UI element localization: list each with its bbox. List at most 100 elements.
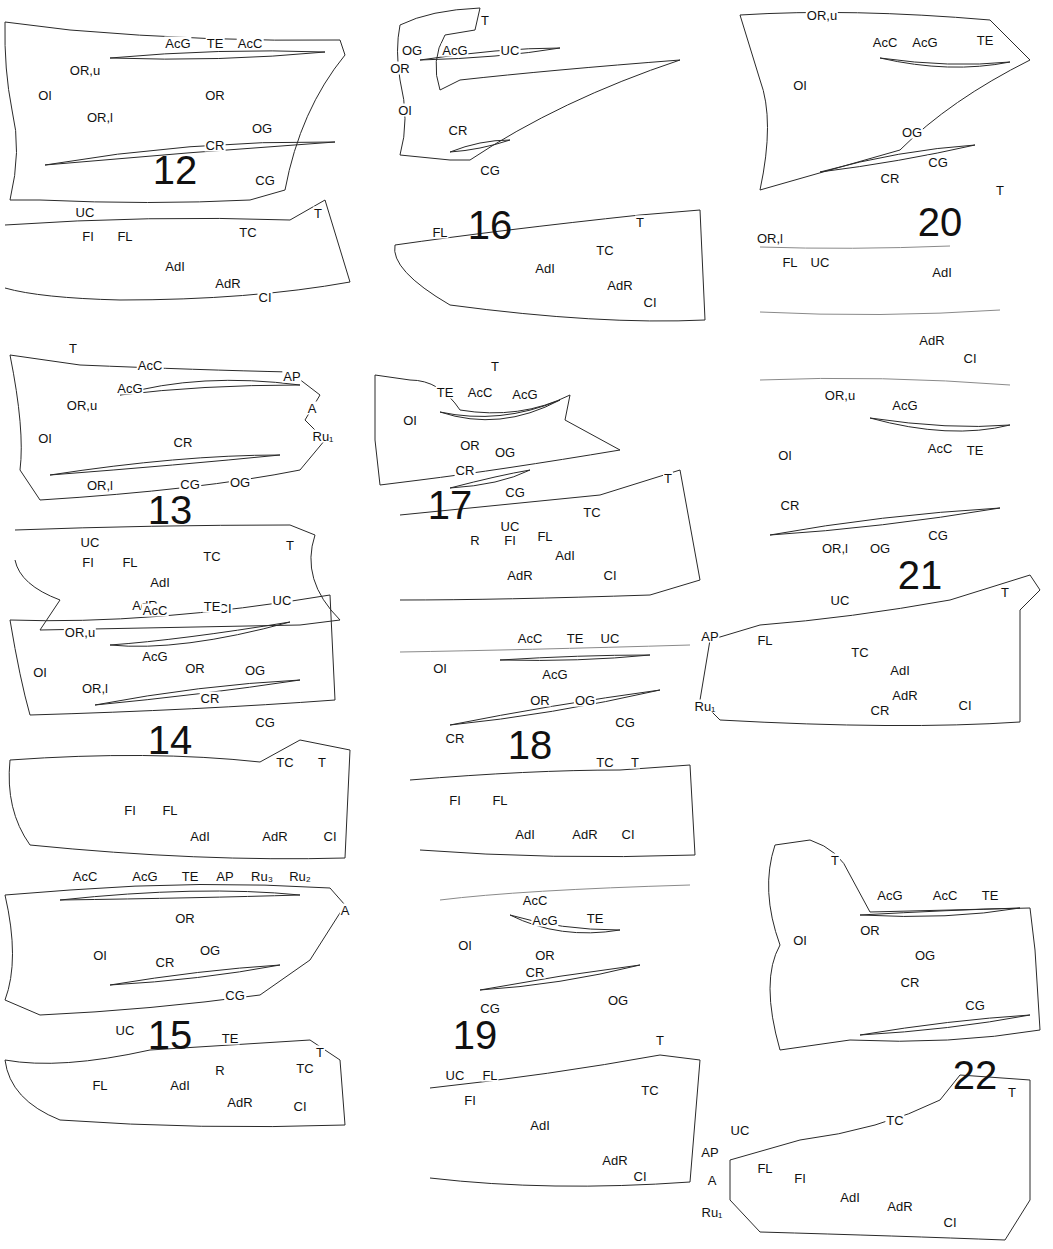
part-label: OR,l bbox=[86, 479, 114, 492]
part-label: OI bbox=[457, 939, 473, 952]
part-label: TC bbox=[885, 1114, 904, 1127]
part-label: AdR bbox=[226, 1096, 253, 1109]
part-label: FL bbox=[481, 1069, 498, 1082]
part-label: AdI bbox=[931, 266, 953, 279]
part-label: TC bbox=[595, 244, 614, 257]
figure-number: 13 bbox=[147, 490, 194, 530]
part-label: FL bbox=[161, 804, 178, 817]
part-label: T bbox=[830, 854, 840, 867]
part-label: T bbox=[663, 472, 673, 485]
part-label: Ru₁ bbox=[700, 1206, 723, 1219]
part-label: CR bbox=[870, 704, 891, 717]
part-label: UC bbox=[730, 1124, 751, 1137]
part-label: OG bbox=[401, 44, 423, 57]
part-label: OR bbox=[459, 439, 481, 452]
part-label: UC bbox=[500, 520, 521, 533]
part-label: OR,l bbox=[821, 542, 849, 555]
part-label: TC bbox=[595, 756, 614, 769]
part-label: CG bbox=[927, 529, 949, 542]
part-label: FL bbox=[116, 230, 133, 243]
part-label: UC bbox=[115, 1024, 136, 1037]
part-label: OR,l bbox=[86, 111, 114, 124]
part-label: OG bbox=[869, 542, 891, 555]
part-label: AcG bbox=[876, 889, 903, 902]
part-label: CI bbox=[323, 830, 338, 843]
part-label: AP bbox=[700, 1146, 719, 1159]
part-label: Ru₃ bbox=[250, 870, 274, 883]
part-label: OR,u bbox=[64, 626, 96, 639]
part-label: AcG bbox=[164, 37, 191, 50]
part-label: OR,u bbox=[806, 9, 838, 22]
part-label: AcC bbox=[522, 894, 549, 907]
part-label: T bbox=[655, 1034, 665, 1047]
part-label: CI bbox=[621, 828, 636, 841]
part-label: Ru₁ bbox=[311, 430, 334, 443]
part-label: AcC bbox=[872, 36, 899, 49]
part-label: FI bbox=[448, 794, 462, 807]
part-label: CR bbox=[780, 499, 801, 512]
part-label: T bbox=[480, 14, 490, 27]
part-label: R bbox=[469, 534, 480, 547]
part-label: CR bbox=[205, 139, 226, 152]
part-label: OI bbox=[37, 89, 53, 102]
part-label: OR,u bbox=[824, 389, 856, 402]
part-label: TC bbox=[275, 756, 294, 769]
part-label: OI bbox=[92, 949, 108, 962]
part-label: AdR bbox=[891, 689, 918, 702]
part-label: OI bbox=[777, 449, 793, 462]
part-label: AcG bbox=[531, 914, 558, 927]
part-label: FL bbox=[536, 530, 553, 543]
figure-number: 20 bbox=[917, 202, 964, 242]
part-label: CR bbox=[880, 172, 901, 185]
part-label: FI bbox=[793, 1172, 807, 1185]
part-label: OG bbox=[494, 446, 516, 459]
part-label: AdI bbox=[554, 549, 576, 562]
part-label: AcG bbox=[116, 382, 143, 395]
part-label: OI bbox=[37, 432, 53, 445]
part-label: FL bbox=[781, 256, 798, 269]
part-label: CI bbox=[633, 1170, 648, 1183]
part-label: CG bbox=[614, 716, 636, 729]
part-label: CG bbox=[224, 989, 246, 1002]
figure-number: 19 bbox=[452, 1015, 499, 1055]
part-label: AdR bbox=[214, 277, 241, 290]
part-label: CI bbox=[603, 569, 618, 582]
part-label: AdR bbox=[918, 334, 945, 347]
part-label: FL bbox=[91, 1079, 108, 1092]
part-label: OR bbox=[184, 662, 206, 675]
part-label: AdR bbox=[606, 279, 633, 292]
part-label: AdR bbox=[506, 569, 533, 582]
part-label: OI bbox=[397, 104, 413, 117]
part-label: CG bbox=[479, 164, 501, 177]
part-label: AcG bbox=[131, 870, 158, 883]
figure-number: 16 bbox=[467, 205, 514, 245]
part-label: OR,l bbox=[756, 232, 784, 245]
part-label: AcC bbox=[137, 359, 164, 372]
part-label: TE bbox=[981, 889, 1000, 902]
part-label: AdI bbox=[169, 1079, 191, 1092]
part-label: TC bbox=[202, 550, 221, 563]
part-label: CG bbox=[927, 156, 949, 169]
figure-number: 21 bbox=[897, 555, 944, 595]
part-label: FL bbox=[121, 556, 138, 569]
part-label: FI bbox=[503, 534, 517, 547]
part-label: T bbox=[315, 1046, 325, 1059]
part-label: AP bbox=[700, 630, 719, 643]
part-label: CR bbox=[155, 956, 176, 969]
part-label: TE bbox=[436, 386, 455, 399]
figure-number: 17 bbox=[427, 485, 474, 525]
part-label: AP bbox=[215, 870, 234, 883]
part-label: FL bbox=[491, 794, 508, 807]
part-label: UC bbox=[75, 206, 96, 219]
part-label: CI bbox=[293, 1100, 308, 1113]
part-label: T bbox=[68, 342, 78, 355]
part-label: AdI bbox=[839, 1191, 861, 1204]
part-label: AcG bbox=[441, 44, 468, 57]
part-label: FL bbox=[431, 226, 448, 239]
part-label: OI bbox=[32, 666, 48, 679]
part-label: OI bbox=[792, 79, 808, 92]
part-label: OG bbox=[574, 694, 596, 707]
part-label: OR bbox=[534, 949, 556, 962]
figure-number: 18 bbox=[507, 725, 554, 765]
